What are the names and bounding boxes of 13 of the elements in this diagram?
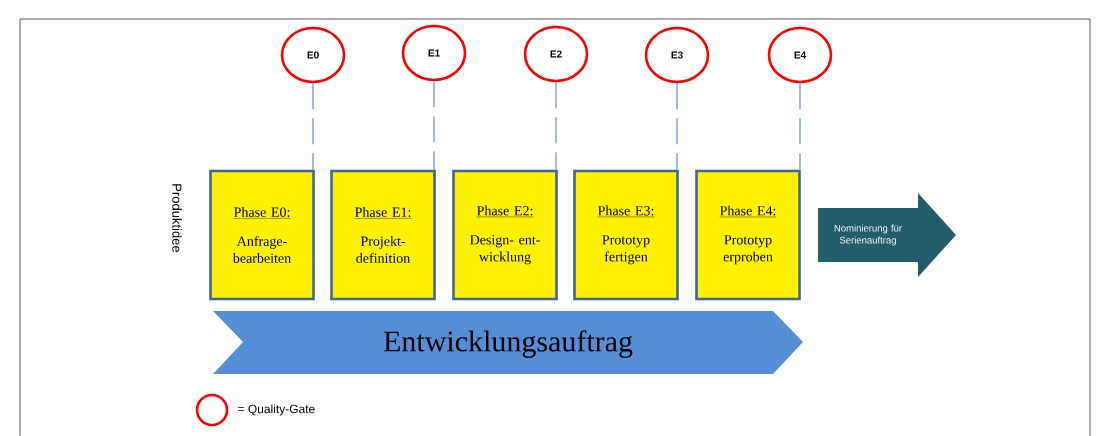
dashed-line: [676, 82, 678, 171]
dashed-line: [799, 82, 801, 171]
legend-text: = Quality-Gate: [238, 404, 315, 416]
side-label: Produktidee: [172, 184, 182, 253]
dashed-line: [555, 81, 557, 171]
dashed-line: [433, 80, 435, 171]
chevron-banner: Entwicklungsauftrag: [213, 311, 803, 374]
phase-box: Phase E4: Prototyp erproben: [695, 169, 801, 301]
phase-box: Phase E3: Prototyp fertigen: [573, 169, 679, 301]
dashed-line: [312, 82, 314, 171]
phase-box: Phase E0: Anfrage- bearbeiten: [209, 169, 315, 301]
phase-box: Phase E2: Design- ent- wicklung: [452, 169, 558, 301]
phase-box: Phase E1: Projekt- definition: [330, 169, 436, 301]
